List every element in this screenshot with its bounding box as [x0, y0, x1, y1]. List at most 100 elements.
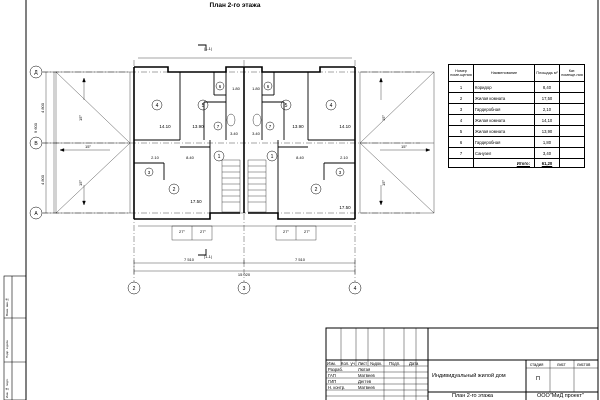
stamp-role: Н. контр.: [328, 385, 346, 390]
slope-label-right-bottom: 15°: [381, 180, 386, 186]
room-area-right-4: 14.10: [339, 124, 351, 129]
side-stamp-replace: Взам. инв.№: [5, 297, 9, 316]
dim-left-bottom: 4 800: [40, 174, 45, 185]
section-mark-bottom: |1-1|: [204, 254, 212, 259]
table-total-row: Итого: 61,20: [448, 158, 585, 168]
room-circle-left-1: [213, 150, 225, 162]
stamp-role: ГАП: [328, 373, 336, 378]
room-circle-right-5: [280, 99, 292, 111]
room-num-left-2: 2: [173, 187, 176, 193]
room-circle-right-6: [263, 81, 273, 91]
inner-walls-left: [134, 72, 227, 213]
room-area-left-3: 2.10: [151, 155, 160, 160]
dim-left-top: 4 800: [40, 102, 45, 113]
axis-label-2: 2: [133, 286, 136, 292]
dim-left-total: 9 600: [33, 122, 38, 133]
room-num-left-5: 5: [202, 103, 205, 109]
stamp-role: ГИП: [328, 379, 337, 384]
axis-bubble-2: [127, 281, 141, 295]
stamp-col-kol: Кол. уч: [341, 361, 355, 366]
room-area-right-6: 1.80: [252, 86, 261, 91]
stamp-project-name: Индивидуальный жилой дом: [432, 373, 506, 379]
stamp-company: ООО"МиД проект": [537, 393, 584, 399]
stamp-col-doc: №док.: [370, 361, 383, 366]
porch-slope-1: 27°: [179, 229, 185, 234]
room-num-left-3: 3: [148, 170, 151, 175]
axis-label-a: А: [34, 211, 38, 217]
toilet-right: [252, 113, 262, 127]
room-circle-right-7: [265, 121, 275, 131]
dim-bottom-right: 7 510: [295, 257, 306, 262]
table-header-row: Номер поме-щения Наименование Площадь м²…: [448, 64, 585, 82]
room-circle-right-3: [335, 167, 345, 177]
stamp-sheets-label: листов: [577, 362, 591, 367]
room-num-right-4: 4: [330, 103, 333, 109]
total-label: Итого:: [516, 160, 530, 166]
room-num-left-6: 6: [219, 84, 222, 89]
side-stamp-inv: Инв. № подл.: [5, 378, 9, 398]
room-circle-left-6: [215, 81, 225, 91]
porch-slope-2: 27°: [200, 229, 206, 234]
side-stamp: [3, 275, 27, 400]
room-circle-right-2: [310, 183, 322, 195]
room-explication-table: Номер поме-щения Наименование Площадь м²…: [448, 64, 585, 168]
stamp-role: Разраб.: [328, 367, 344, 372]
porch-slope-4: 27°: [304, 229, 310, 234]
room-num-right-3: 3: [339, 170, 342, 175]
stamp-sheet-label: лист: [557, 362, 566, 367]
axis-label-4: 4: [354, 286, 357, 292]
stamp-sheet-name: План 2-го этажа: [452, 393, 494, 399]
room-num-left-1: 1: [218, 154, 221, 160]
room-area-left-6: 1.80: [232, 86, 241, 91]
room-num-right-6: 6: [267, 84, 270, 89]
slope-label-right-top: 15°: [381, 115, 386, 121]
room-area-left-4: 14.10: [159, 124, 171, 129]
stamp-person: Дегтев: [358, 379, 372, 384]
room-circle-left-7: [213, 121, 223, 131]
toilet-left: [226, 113, 236, 127]
stamp-person: Матвеев: [358, 373, 375, 378]
axis-bubble-v: [29, 136, 43, 150]
slope-label-left-top: 15°: [78, 115, 83, 121]
axis-bubble-4: [348, 281, 362, 295]
room-area-right-2: 17.50: [339, 205, 351, 210]
slope-label-right: 15°: [401, 144, 407, 149]
room-num-right-1: 1: [271, 154, 274, 160]
dimension-bottom: [133, 260, 356, 274]
inner-walls-right: [261, 72, 355, 213]
dimension-left: [43, 71, 57, 214]
room-circle-left-4: [151, 99, 163, 111]
outer-walls: [133, 66, 356, 220]
drawing-title: План 2-го этажа: [209, 2, 261, 9]
room-area-left-7: 3.40: [230, 131, 239, 136]
side-stamp-sign: Подп. и дата: [5, 340, 9, 358]
room-num-left-7: 7: [217, 124, 220, 129]
stamp-col-sign: Подп.: [389, 361, 401, 366]
roof-right: [359, 71, 435, 214]
stamp-stage-label: стадия: [530, 362, 544, 367]
stamp-person: Матвеев: [358, 385, 375, 390]
axis-label-3: 3: [243, 286, 246, 292]
stairs-right: [247, 159, 267, 213]
dim-bottom-total: 15 020: [238, 272, 251, 277]
section-mark-top: |1-1|: [204, 46, 212, 51]
room-num-right-2: 2: [315, 187, 318, 193]
room-circle-right-1: [266, 150, 278, 162]
slope-arrows: [59, 77, 431, 206]
room-area-right-1: 8.40: [296, 155, 305, 160]
section-mark-top-line: [198, 44, 207, 51]
slope-label-left-bottom: 15°: [78, 180, 83, 186]
room-area-right-3: 2.10: [340, 155, 349, 160]
room-num-right-5: 5: [285, 103, 288, 109]
stamp-col-list: Лист: [358, 361, 368, 366]
room-circle-left-2: [168, 183, 180, 195]
room-area-left-2: 17.50: [190, 199, 202, 204]
stamp-col-date: Дата: [409, 361, 419, 366]
axis-bubble-d: [29, 65, 43, 79]
room-circle-left-3: [144, 167, 154, 177]
